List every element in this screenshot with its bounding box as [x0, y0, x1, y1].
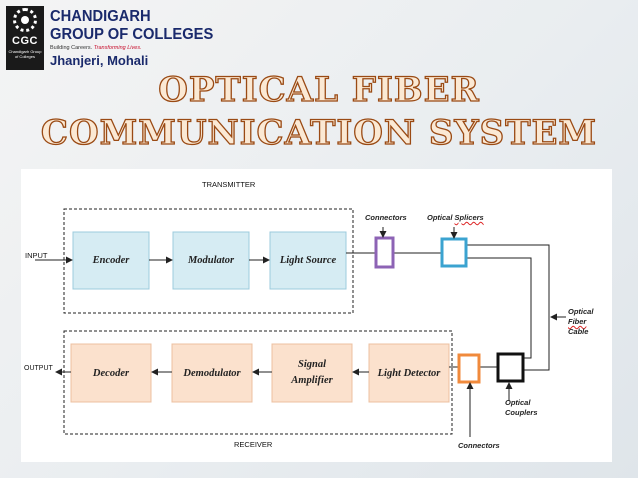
connectors-bottom-label: Connectors [458, 441, 500, 450]
logo-location: Jhanjeri, Mohali [50, 53, 149, 68]
decoder-label: Decoder [92, 367, 130, 379]
logo-name-line2: GROUP OF COLLEGES [50, 26, 214, 43]
light-source-label: Light Source [279, 255, 337, 266]
signal-amplifier-label: Signal Amplifier [291, 359, 333, 386]
logo-tagline-prefix: Building Careers. [50, 45, 93, 51]
logo-tagline-highlight: Transforming Lives. [93, 45, 142, 51]
splicers-word2: Splicers [454, 213, 484, 222]
logo-badge-subtext: Chandigarh Group of Colleges [8, 49, 42, 59]
couplers-line2: Couplers [505, 408, 538, 417]
modulator-block [172, 231, 250, 290]
slide-title-line2: COMMUNICATION SYSTEM [40, 112, 598, 153]
slide-title-line1: OPTICAL FIBER [158, 69, 480, 110]
light-source-block [269, 231, 347, 290]
couplers-line1: Optical [505, 398, 531, 407]
optical-coupler-icon [496, 352, 525, 383]
cable-line2: Fiber [568, 317, 587, 326]
light-detector-block [368, 343, 450, 403]
gear-emblem-icon [13, 8, 37, 32]
fiber-system-diagram: TRANSMITTER RECEIVER INPUT OUTPUT Encode… [21, 169, 612, 462]
connector-top-icon [374, 236, 395, 269]
input-label: INPUT [25, 251, 48, 260]
optical-fiber-cable-label: Optical Fiber Cable [568, 307, 593, 337]
light-detector-label: Light Detector [377, 367, 441, 379]
demodulator-label: Demodulator [183, 367, 241, 379]
connector-bottom-icon [457, 353, 481, 384]
optical-splicer-icon [440, 237, 468, 268]
connectors-top-label: Connectors [365, 213, 407, 222]
demodulator-block [171, 343, 253, 403]
encoder-label: Encoder [92, 255, 130, 266]
transmitter-label: TRANSMITTER [202, 180, 256, 189]
receiver-label: RECEIVER [234, 440, 273, 449]
modulator-label: Modulator [187, 255, 235, 266]
logo-badge: CGC Chandigarh Group of Colleges [6, 6, 44, 70]
transmitter-frame [63, 208, 354, 314]
logo-badge-text: CGC [12, 35, 38, 47]
logo-name: CHANDIGARH GROUP OF COLLEGES [50, 8, 213, 44]
optical-splicers-label: Optical Splicers [427, 213, 484, 222]
decoder-block [70, 343, 152, 403]
signal-amplifier-block [271, 343, 353, 403]
output-label: OUTPUT [24, 365, 53, 372]
receiver-frame [63, 330, 453, 435]
logo-name-line1: CHANDIGARH [50, 8, 151, 25]
diagram-lines [35, 208, 566, 437]
college-logo: CGC Chandigarh Group of Colleges CHANDIG… [6, 6, 213, 72]
cable-line1: Optical [568, 307, 594, 316]
encoder-block [72, 231, 150, 290]
optical-couplers-label: Optical Couplers [505, 398, 538, 418]
cable-line3: Cable [568, 327, 589, 336]
logo-tagline: Building Careers. Transforming Lives. [50, 45, 142, 51]
splicers-word1: Optical [427, 213, 453, 222]
